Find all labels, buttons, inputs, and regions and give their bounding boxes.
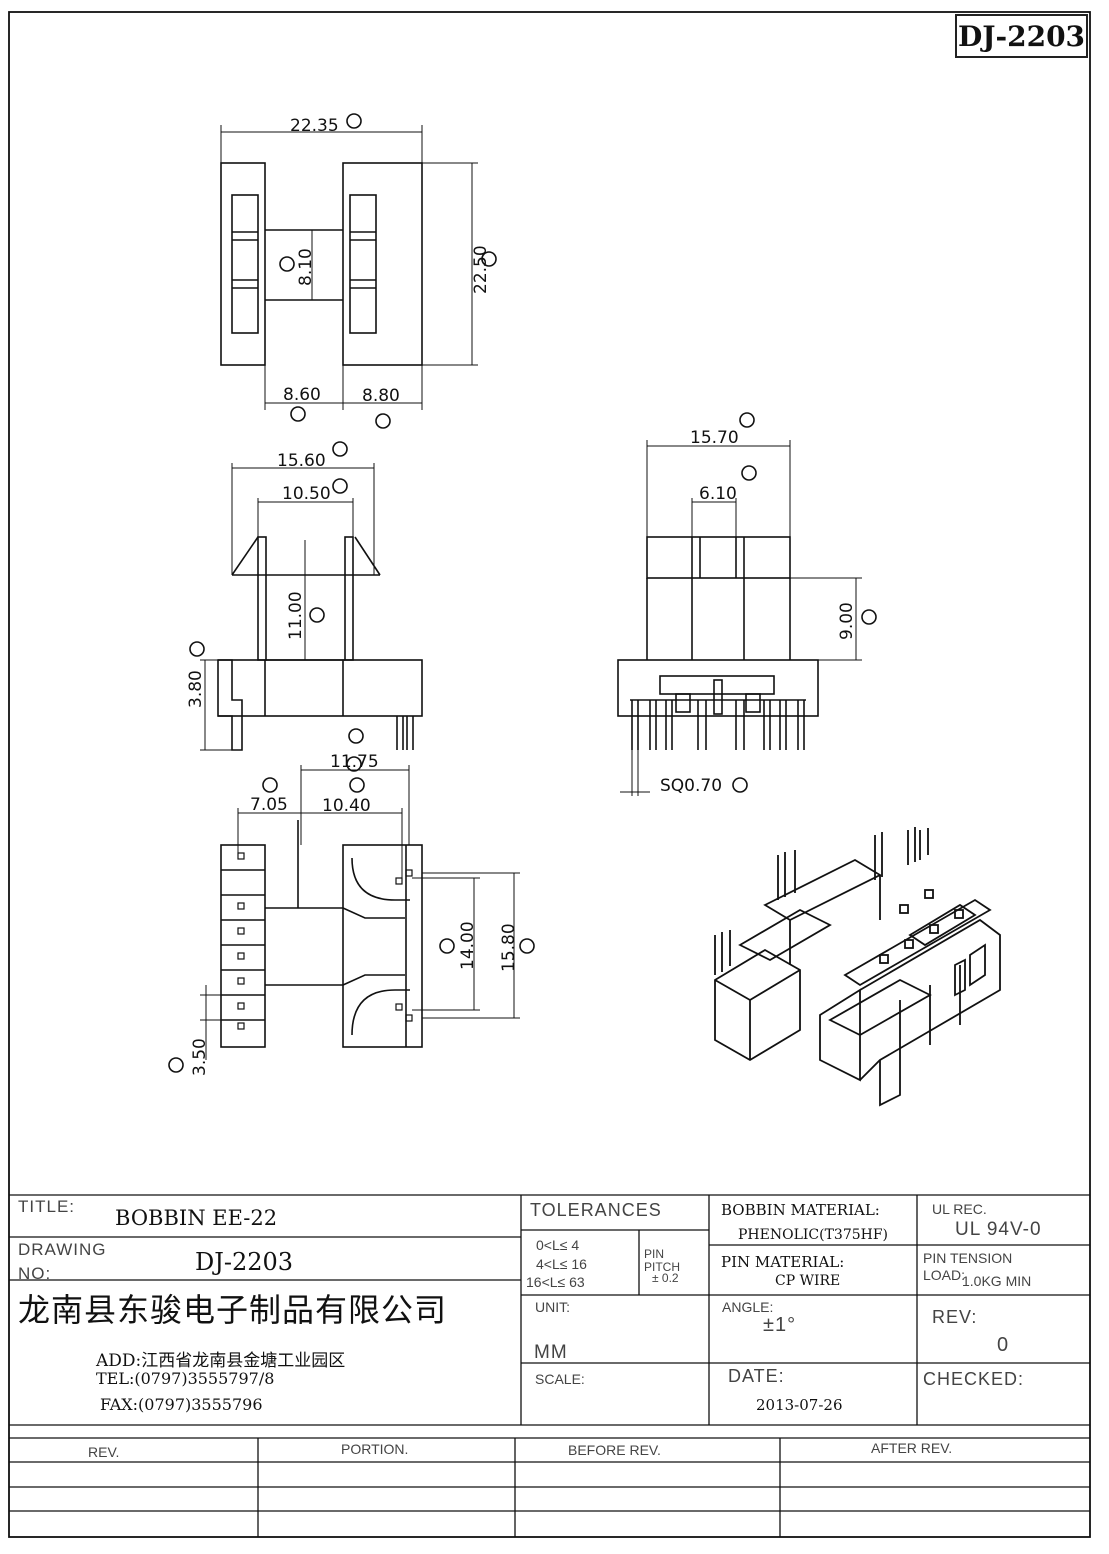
top-view: [220, 113, 497, 429]
tolerances-label: TOLERANCES: [530, 1200, 662, 1220]
front-view: [189, 441, 423, 751]
load-label: LOAD:: [923, 1267, 966, 1283]
isometric-view: [714, 827, 1001, 1107]
scale-label: SCALE:: [535, 1371, 585, 1387]
angle-value: ±1°: [763, 1314, 797, 1336]
date-value: 2013-07-26: [756, 1396, 843, 1414]
tolerance-row-1: 0<L≤ 4: [536, 1237, 580, 1253]
unit-label: UNIT:: [535, 1299, 570, 1315]
dim-pin-size: SQ0.70: [660, 776, 722, 796]
checked-label: CHECKED:: [923, 1369, 1025, 1389]
dim-bottom-right: 10.40: [322, 796, 371, 816]
side-view: [617, 412, 877, 796]
title-value: BOBBIN EE-22: [115, 1206, 278, 1230]
load-value: 1.0KG MIN: [962, 1273, 1032, 1289]
dim-side-height: 9.00: [837, 602, 857, 640]
dim-bottom-pitch-total: 11.75: [330, 752, 379, 772]
dim-bottom-pin-pitch: 3.50: [190, 1038, 210, 1076]
dim-bottom-height: 15.80: [499, 923, 519, 972]
rev-table-header-after: AFTER REV.: [871, 1440, 953, 1456]
sheet-border: [8, 11, 1091, 1538]
title-block-lines: [9, 1194, 1090, 1537]
rev-table-header-rev: REV.: [88, 1444, 120, 1460]
tolerance-row-3: 16<L≤ 63: [526, 1274, 585, 1290]
no-label: NO:: [18, 1264, 52, 1283]
bobbin-material-value: PHENOLIC(T375HF): [738, 1227, 889, 1243]
dim-top-center: 8.10: [296, 248, 316, 286]
dim-top-left-width: 8.60: [283, 385, 321, 405]
unit-value: MM: [534, 1342, 568, 1363]
ul-rec-label: UL REC.: [932, 1201, 987, 1217]
dim-top-height: 22.50: [471, 245, 491, 294]
pin-pitch-label-2: PITCH: [644, 1260, 680, 1274]
pin-material-label: PIN MATERIAL:: [721, 1253, 845, 1271]
address: ADD:江西省龙南县金塘工业园区: [96, 1351, 346, 1371]
rev-label: REV:: [932, 1307, 978, 1327]
dimension-labels: 22.35 22.50 8.10 8.60 8.80 15.60 10.50 1…: [186, 116, 857, 1076]
dim-bottom-left: 7.05: [250, 795, 288, 815]
dim-front-height: 11.00: [286, 591, 306, 640]
rev-value: 0: [997, 1334, 1010, 1356]
tolerance-row-2: 4<L≤ 16: [536, 1256, 587, 1272]
pin-material-value: CP WIRE: [775, 1273, 841, 1289]
pin-pitch-label-1: PIN: [644, 1247, 665, 1261]
bottom-view: [168, 756, 535, 1073]
rev-table-header-before: BEFORE REV.: [568, 1442, 661, 1458]
drawing-code-box: DJ-2203: [955, 14, 1088, 58]
date-label: DATE:: [728, 1366, 785, 1386]
dim-top-width: 22.35: [290, 116, 339, 136]
dim-front-inner: 10.50: [282, 484, 331, 504]
dim-side-width: 15.70: [690, 428, 739, 448]
pin-pitch-value: ± 0.2: [652, 1271, 679, 1285]
fax: FAX:(0797)3555796: [100, 1395, 263, 1414]
dim-top-right-width: 8.80: [362, 386, 400, 406]
dim-front-width: 15.60: [277, 451, 326, 471]
telephone: TEL:(0797)3555797/8: [96, 1369, 275, 1388]
company-name: 龙南县东骏电子制品有限公司: [18, 1291, 448, 1329]
angle-label: ANGLE:: [722, 1299, 774, 1315]
dim-side-center: 6.10: [699, 484, 737, 504]
bobbin-material-label: BOBBIN MATERIAL:: [721, 1201, 880, 1219]
title-label: TITLE:: [18, 1197, 76, 1216]
rev-table-header-portion: PORTION.: [341, 1441, 409, 1457]
dim-bottom-pin-span: 14.00: [458, 921, 478, 970]
ul-rec-value: UL 94V-0: [955, 1219, 1042, 1240]
pin-tension-label: PIN TENSION: [923, 1250, 1013, 1266]
drawing-no: DJ-2203: [195, 1248, 294, 1276]
drawing-label: DRAWING: [18, 1240, 107, 1259]
dim-front-base: 3.80: [186, 670, 206, 708]
